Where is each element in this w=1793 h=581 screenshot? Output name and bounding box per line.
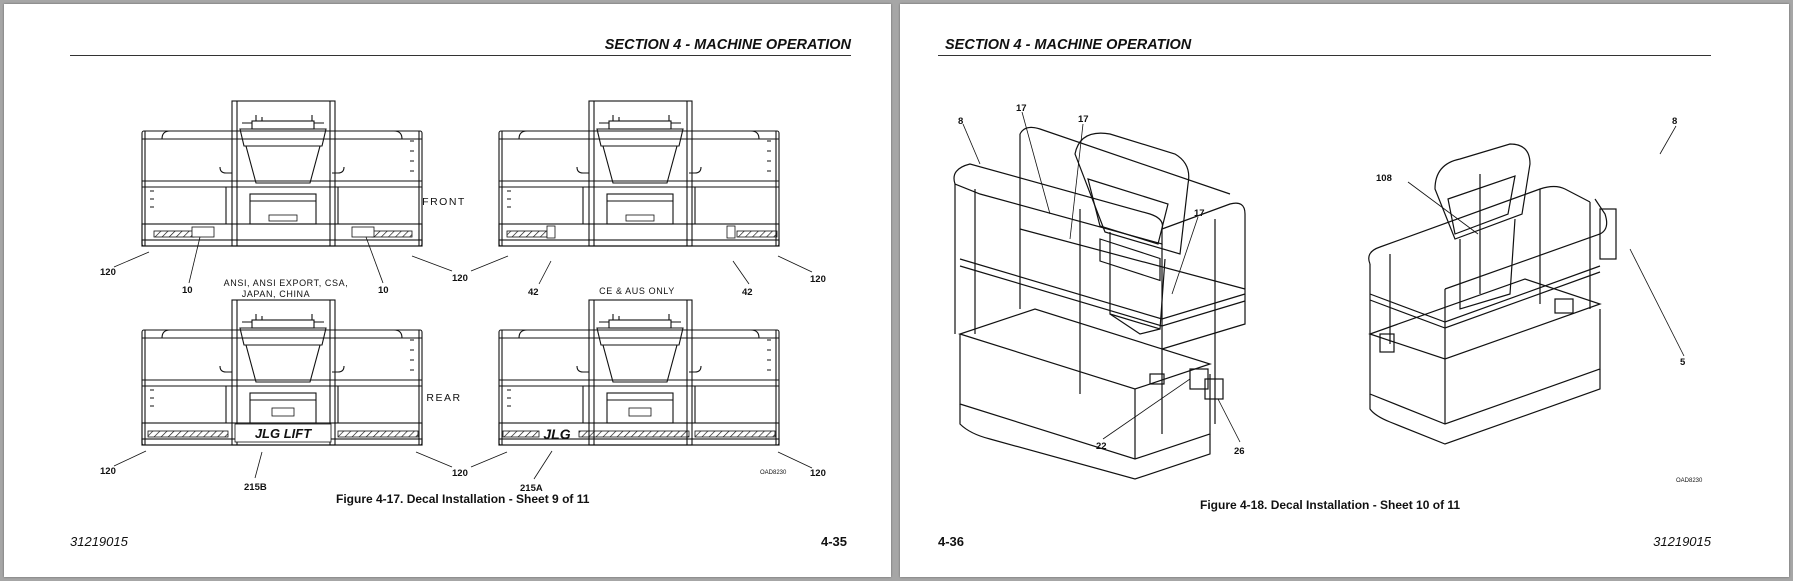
callout: 215A — [520, 483, 543, 494]
callout: 8 — [1672, 116, 1677, 127]
callout: 5 — [1680, 357, 1686, 368]
view-label-front: FRONT — [422, 196, 466, 208]
callout: 120 — [452, 273, 468, 284]
manual-page-left: SECTION 4 - MACHINE OPERATION — [4, 4, 891, 577]
doc-number: 31219015 — [70, 534, 128, 549]
variant-ansi-line1: ANSI, ANSI EXPORT, CSA, — [224, 278, 349, 288]
jlg-lift-logo: JLG LIFT — [255, 426, 312, 441]
header-rule — [70, 55, 851, 56]
variant-ce: CE & AUS ONLY — [599, 286, 675, 296]
callout: 17 — [1194, 208, 1205, 219]
callout: 108 — [1376, 173, 1392, 184]
drawing-id: OAD8230 — [760, 470, 787, 476]
callout: 215B — [244, 482, 267, 493]
callout: 17 — [1078, 114, 1089, 125]
page-number: 4-35 — [820, 534, 847, 549]
callout: 120 — [810, 274, 826, 285]
callout: 120 — [810, 468, 826, 479]
variant-ansi-line2: JAPAN, CHINA — [242, 289, 311, 299]
figure-caption: Figure 4-18. Decal Installation - Sheet … — [1200, 498, 1461, 512]
doc-number: 31219015 — [1653, 534, 1711, 549]
platform-isometric-drawing: 8 17 17 17 22 26 108 8 5 OAD8230 — [953, 103, 1703, 484]
drawing-id: OAD8230 — [1676, 478, 1703, 484]
section-header: SECTION 4 - MACHINE OPERATION — [604, 37, 851, 53]
callout: 17 — [1016, 103, 1027, 114]
page-number: 4-36 — [938, 534, 965, 549]
section-header: SECTION 4 - MACHINE OPERATION — [945, 37, 1192, 53]
callout: 42 — [742, 287, 753, 298]
callout: 8 — [958, 116, 963, 127]
manual-page-right: SECTION 4 - MACHINE OPERATION — [900, 4, 1789, 577]
header-rule — [938, 55, 1711, 56]
callout: 120 — [100, 466, 116, 477]
callout: 10 — [182, 285, 193, 296]
callout: 26 — [1234, 446, 1245, 457]
jlg-logo: JLG — [543, 426, 570, 442]
callout: 22 — [1096, 441, 1107, 452]
figure-caption: Figure 4-17. Decal Installation - Sheet … — [336, 492, 590, 506]
callout: 120 — [100, 267, 116, 278]
callout: 42 — [528, 287, 539, 298]
callout: 10 — [378, 285, 389, 296]
view-label-rear: REAR — [426, 392, 461, 404]
callout: 120 — [452, 468, 468, 479]
platform-decal-drawing: JLG LIFT JLG — [100, 100, 826, 494]
